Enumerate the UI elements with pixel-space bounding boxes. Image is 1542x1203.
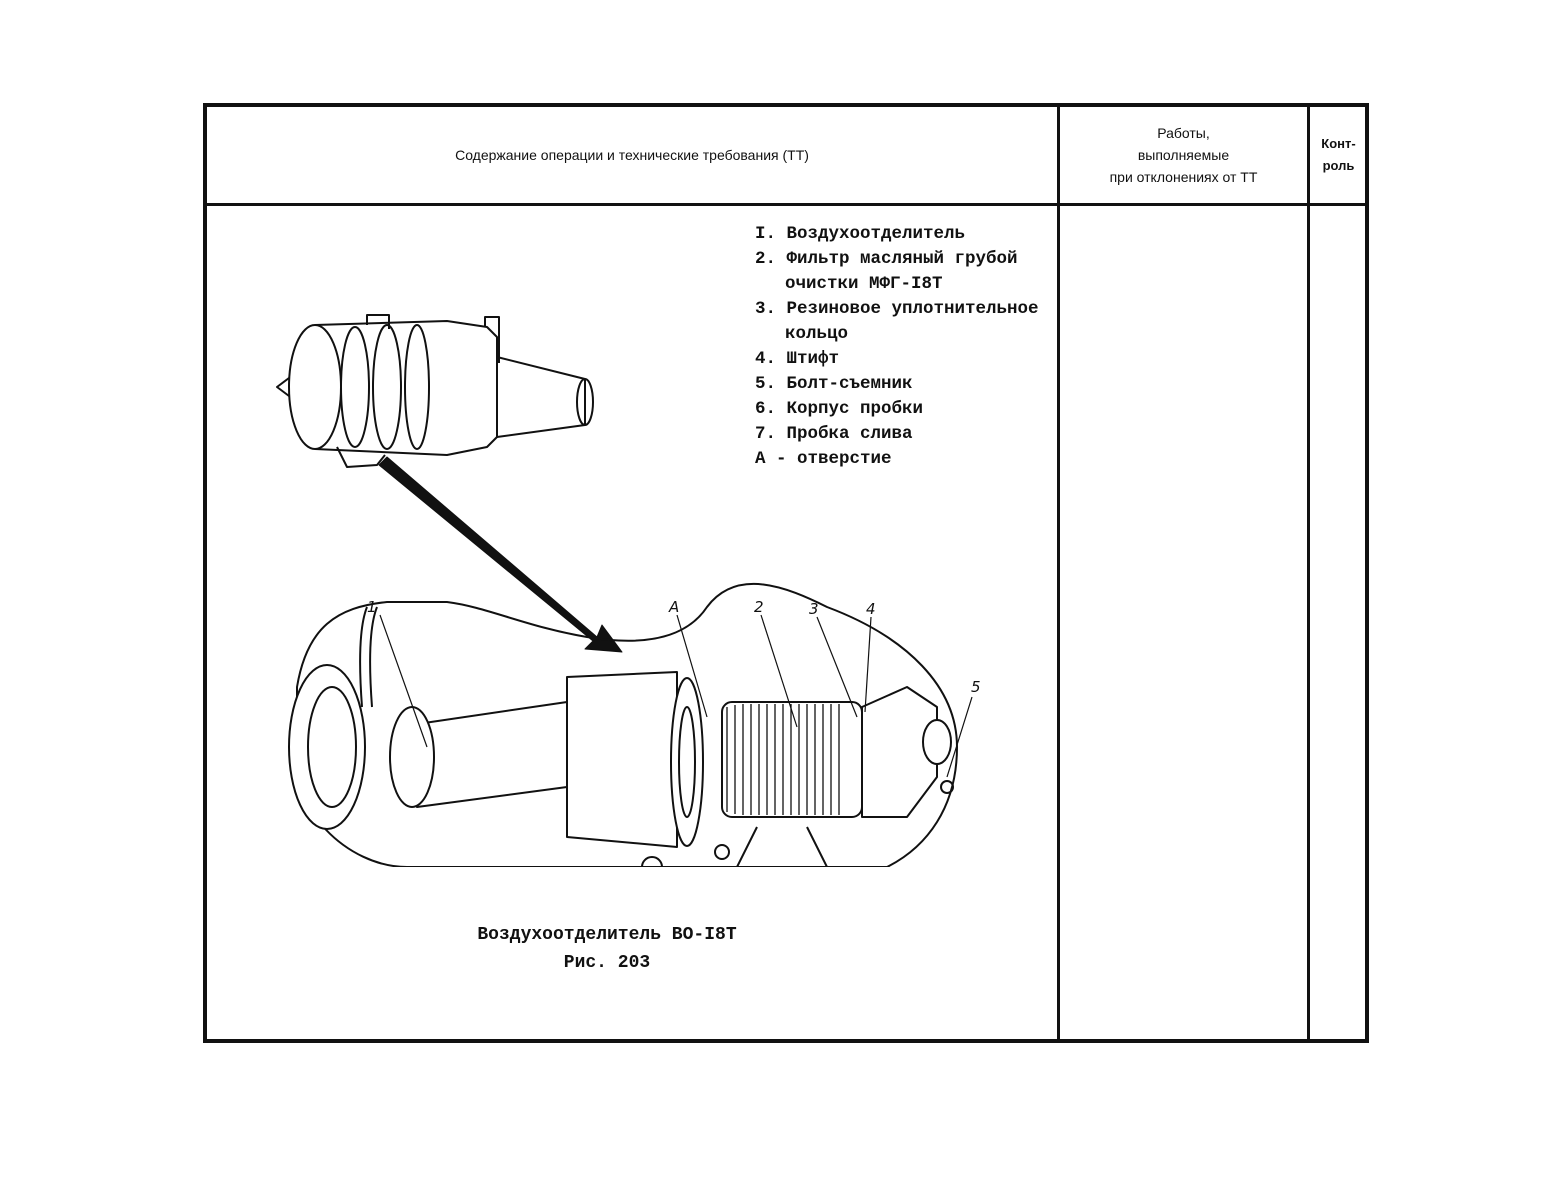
- header-operation-label: Содержание операции и технические требов…: [455, 147, 809, 163]
- header-control-line: Конт-: [1321, 136, 1356, 151]
- legend-item: А - отверстие: [755, 449, 892, 469]
- parts-legend: I. Воздухоотделитель 2. Фильтр масляный …: [755, 222, 1039, 472]
- callout-5: 5: [971, 678, 981, 696]
- column-divider-deviations: [1057, 107, 1060, 1039]
- header-deviation-line: выполняемые: [1137, 147, 1230, 163]
- header-control-line: роль: [1322, 158, 1355, 173]
- legend-item: очистки МФГ-I8Т: [785, 274, 943, 294]
- legend-item: 2. Фильтр масляный грубой: [755, 249, 1018, 269]
- legend-item: кольцо: [785, 324, 849, 344]
- legend-item: I. Воздухоотделитель: [755, 224, 966, 244]
- leader-lines: [379, 614, 973, 778]
- figure-number: Рис. 203: [563, 953, 651, 973]
- callout-1: 1: [367, 598, 377, 616]
- callout-A: А: [668, 598, 679, 616]
- pointer-arrow: [378, 456, 623, 653]
- air-separator-inset: [276, 314, 594, 468]
- operation-card-sheet: Содержание операции и технические требов…: [203, 103, 1369, 1043]
- header-divider: [207, 203, 1365, 206]
- legend-item: 4. Штифт: [755, 349, 840, 369]
- header-deviation-works: Работы, выполняемые при отклонениях от Т…: [1060, 107, 1307, 203]
- header-control: Конт- роль: [1310, 107, 1367, 203]
- column-divider-control: [1307, 107, 1310, 1039]
- legend-item: 7. Пробка слива: [755, 424, 913, 444]
- figure-title: Воздухоотделитель ВО-I8Т: [477, 925, 737, 945]
- legend-item: 3. Резиновое уплотнительное: [755, 299, 1039, 319]
- callout-2: 2: [754, 598, 764, 616]
- legend-item: 5. Болт-съемник: [755, 374, 913, 394]
- header-deviation-line: Работы,: [1157, 125, 1210, 141]
- legend-item: 6. Корпус пробки: [755, 399, 924, 419]
- callout-4: 4: [866, 600, 876, 618]
- header-operation-content: Содержание операции и технические требов…: [207, 107, 1057, 203]
- header-deviation-line: при отклонениях от ТТ: [1109, 169, 1258, 185]
- callout-3: 3: [809, 600, 819, 618]
- air-separator-drawing: 1 А 2 3 4 5 6 7: [276, 314, 981, 867]
- filter-coil: [726, 704, 840, 815]
- engine-assembly: [288, 583, 958, 867]
